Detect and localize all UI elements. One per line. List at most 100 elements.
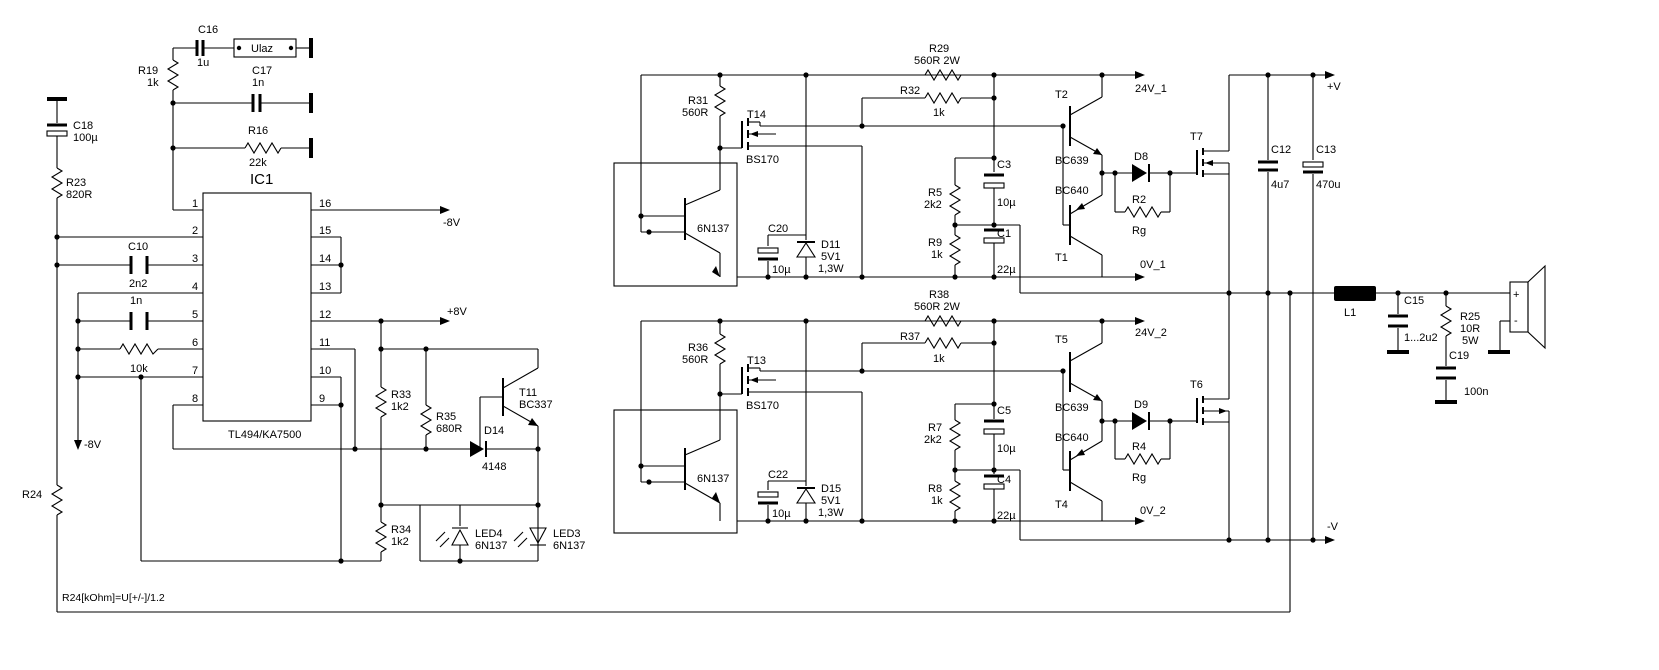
d11-ref: D11 xyxy=(821,239,840,251)
rail-24v2: 24V_2 xyxy=(1135,327,1167,339)
c20-val: 10µ xyxy=(772,264,791,276)
r4-val: Rg xyxy=(1132,472,1146,484)
r5-val: 2k2 xyxy=(924,199,942,211)
r2-val: Rg xyxy=(1132,225,1146,237)
oc1-ref: 6N137 xyxy=(697,223,729,235)
t11-ref: T11 xyxy=(519,387,537,399)
led3-ref: LED3 xyxy=(553,528,581,540)
r37-val: 1k xyxy=(933,353,945,365)
d11-val: 5V1 xyxy=(821,251,841,263)
r9-ref: R9 xyxy=(928,237,942,249)
pin-3: 3 xyxy=(192,253,198,265)
r32-ref: R32 xyxy=(900,85,920,97)
rail-neg8-top: -8V xyxy=(443,217,461,229)
r36-val: 560R xyxy=(682,354,708,366)
d15-ref: D15 xyxy=(821,483,841,495)
rail-0v1: 0V_1 xyxy=(1140,259,1166,271)
d11-val2: 1,3W xyxy=(818,263,844,275)
c18-val: 100µ xyxy=(73,132,98,144)
c5-ref: C5 xyxy=(997,405,1011,417)
t14-val: BS170 xyxy=(746,154,779,166)
c18-ref: C18 xyxy=(73,120,93,132)
c12-ref: C12 xyxy=(1271,144,1291,156)
r38-val: 560R 2W xyxy=(914,301,960,313)
r10k-val: 10k xyxy=(130,363,148,375)
pin-13: 13 xyxy=(319,281,331,293)
t4-ref: T4 xyxy=(1055,499,1068,511)
t14-ref: T14 xyxy=(747,109,766,121)
r37-ref: R37 xyxy=(900,331,920,343)
c3-ref: C3 xyxy=(997,159,1011,171)
pin-16: 16 xyxy=(319,198,331,210)
ic1-part: TL494/KA7500 xyxy=(228,429,301,441)
r24-ref: R24 xyxy=(22,489,42,501)
r38-ref: R38 xyxy=(929,289,949,301)
comp-network: C10 2n2 1n 10k -8V xyxy=(74,241,470,564)
t11-val: BC337 xyxy=(519,399,553,411)
r9-val: 1k xyxy=(931,249,943,261)
rail-0v2: 0V_2 xyxy=(1140,505,1166,517)
r2-ref: R2 xyxy=(1132,194,1146,206)
r23-val: 820R xyxy=(66,189,92,201)
c13-ref: C13 xyxy=(1316,144,1336,156)
pin-11: 11 xyxy=(319,337,330,349)
pin-6: 6 xyxy=(192,337,198,349)
pin-15: 15 xyxy=(319,225,331,237)
r8-ref: R8 xyxy=(928,483,942,495)
c5-val: 10µ xyxy=(997,443,1016,455)
ic1: IC1 TL494/KA7500 1 2 3 4 5 6 7 8 xyxy=(57,171,450,561)
c17-ref: C17 xyxy=(252,65,272,77)
ic1-name: IC1 xyxy=(250,171,273,188)
r31-val: 560R xyxy=(682,107,708,119)
r35-val: 680R xyxy=(436,423,462,435)
c22-val: 10µ xyxy=(772,508,791,520)
pin-14: 14 xyxy=(319,253,331,265)
d14-ref: D14 xyxy=(484,425,504,437)
rail-24v1: 24V_1 xyxy=(1135,83,1167,95)
c1n-val: 1n xyxy=(130,295,142,307)
rail-neg8-bottom: -8V xyxy=(84,439,102,451)
r7-ref: R7 xyxy=(928,422,942,434)
c4-val: 22µ xyxy=(997,510,1016,522)
rail-neg-v: -V xyxy=(1327,521,1339,533)
d15-val2: 1,3W xyxy=(818,507,844,519)
pin-9: 9 xyxy=(319,393,325,405)
d15-val: 5V1 xyxy=(821,495,841,507)
bc640b: BC640 xyxy=(1055,432,1089,444)
c19-val: 100n xyxy=(1464,386,1488,398)
c22-ref: C22 xyxy=(768,469,788,481)
r33-val: 1k2 xyxy=(391,401,409,413)
r25-ref: R25 xyxy=(1460,311,1480,323)
r31-ref: R31 xyxy=(688,95,708,107)
pin-5: 5 xyxy=(192,309,198,321)
lower-channel: R38 560R 2W 24V_2 R36 560R T13 BS170 xyxy=(613,289,1339,544)
r25-val2: 5W xyxy=(1462,335,1479,347)
led4-ref: LED4 xyxy=(475,528,503,540)
led3-val: 6N137 xyxy=(553,540,585,552)
pin-12: 12 xyxy=(319,309,331,321)
c12-val: 4u7 xyxy=(1271,179,1289,191)
r36-ref: R36 xyxy=(688,342,708,354)
c16-val: 1u xyxy=(197,57,209,69)
rail-pos8: +8V xyxy=(447,306,468,318)
r16-ref: R16 xyxy=(248,125,268,137)
d8-ref: D8 xyxy=(1134,151,1148,163)
r23-ref: R23 xyxy=(66,177,86,189)
r35-ref: R35 xyxy=(436,411,456,423)
output-stage: L1 C15 1...2u2 R25 10R 5W C19 100n + - xyxy=(1287,264,1546,404)
r4-ref: R4 xyxy=(1132,441,1146,453)
c4-ref: C4 xyxy=(997,474,1011,486)
r29-val: 560R 2W xyxy=(914,55,960,67)
c10-ref: C10 xyxy=(128,241,148,253)
d9-ref: D9 xyxy=(1134,399,1148,411)
pin-10: 10 xyxy=(319,365,331,377)
t13-val: BS170 xyxy=(746,400,779,412)
r24-note: R24[kOhm]=U[+/-]/1.2 xyxy=(62,592,165,604)
r32-val: 1k xyxy=(933,107,945,119)
c3-val: 10µ xyxy=(997,197,1016,209)
pin-8: 8 xyxy=(192,393,198,405)
pin-1: 1 xyxy=(192,198,198,210)
c19-ref: C19 xyxy=(1449,350,1469,362)
input-label: Ulaz xyxy=(251,43,273,55)
r25-val: 10R xyxy=(1460,323,1480,335)
